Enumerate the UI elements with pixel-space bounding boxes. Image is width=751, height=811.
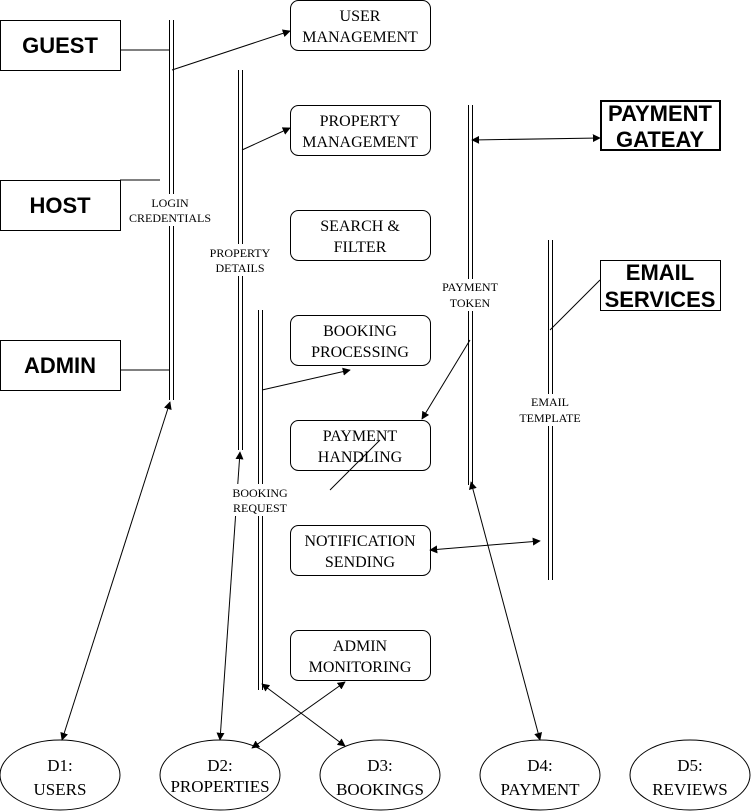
store-d5-reviews[interactable]: D5: REVIEWS <box>629 739 751 811</box>
entity-admin-label: ADMIN <box>24 353 96 378</box>
arrow-booking-d3 <box>261 683 346 747</box>
flow-label-line2: CREDENTIALS <box>129 211 211 225</box>
email-services-to-bar <box>549 279 601 331</box>
process-label-line1: USER <box>340 8 381 25</box>
payment-handling-link <box>329 439 381 491</box>
entity-payment-gateway[interactable]: PAYMENT GATEAY <box>600 100 721 152</box>
store-label-line2: PAYMENT <box>500 780 580 799</box>
process-notification-sending[interactable]: NOTIFICATION SENDING <box>290 525 431 576</box>
store-label-line1: D3: <box>367 756 393 775</box>
arrow-notification-email <box>429 537 541 554</box>
arrow-to-booking-processing <box>261 367 351 391</box>
entity-admin[interactable]: ADMIN <box>0 340 121 391</box>
flow-label-line1: EMAIL <box>531 395 569 409</box>
process-property-management[interactable]: PROPERTY MANAGEMENT <box>290 105 431 156</box>
arrow-payment-gateway <box>471 134 601 144</box>
email-services-label-line1: EMAIL <box>626 260 694 285</box>
process-label-line2: MANAGEMENT <box>302 29 418 46</box>
arrow-admin-monitoring-d2 <box>251 681 346 749</box>
process-admin-monitoring[interactable]: ADMIN MONITORING <box>290 630 431 681</box>
process-booking-processing[interactable]: BOOKING PROCESSING <box>290 315 431 366</box>
store-d3-bookings[interactable]: D3: BOOKINGS <box>319 739 441 811</box>
flow-label-line2: DETAILS <box>215 261 264 275</box>
process-label-line1: NOTIFICATION <box>304 533 416 550</box>
store-d1-users[interactable]: D1: USERS <box>0 739 121 811</box>
process-label-line1: PROPERTY <box>320 113 401 130</box>
flow-label-property-details: PROPERTY DETAILS <box>204 244 278 276</box>
entity-email-services[interactable]: EMAIL SERVICES <box>600 260 721 312</box>
store-label-line2: BOOKINGS <box>336 780 424 799</box>
arrow-to-property-management <box>241 127 291 151</box>
process-search-filter[interactable]: SEARCH & FILTER <box>290 210 431 261</box>
process-label-line2: PROCESSING <box>311 344 409 361</box>
arrow-login-d1-users <box>60 401 172 741</box>
arrow-to-payment-handling <box>421 339 471 420</box>
store-label-line1: D4: <box>527 756 553 775</box>
flow-label-payment-token: PAYMENT TOKEN <box>436 279 506 311</box>
flow-label-line2: TEMPLATE <box>519 411 580 425</box>
store-label-line2: PROPERTIES <box>170 777 269 796</box>
store-label-line1: D5: <box>677 756 703 775</box>
payment-gateway-label-line2: GATEAY <box>616 127 704 152</box>
process-label-line1: PAYMENT <box>323 428 398 445</box>
flow-label-line1: BOOKING <box>232 486 288 500</box>
process-label-line2: MONITORING <box>309 659 412 676</box>
store-label-line1: D2: <box>207 756 233 775</box>
entity-guest-label: GUEST <box>22 33 98 58</box>
process-label-line1: SEARCH & <box>320 218 400 235</box>
process-label-line2: MANAGEMENT <box>302 134 418 151</box>
process-user-management[interactable]: USER MANAGEMENT <box>290 0 431 51</box>
payment-gateway-label-line1: PAYMENT <box>608 101 712 126</box>
process-payment-handling[interactable]: PAYMENT HANDLING <box>290 420 431 471</box>
entity-host[interactable]: HOST <box>0 180 121 231</box>
process-label-line1: ADMIN <box>333 638 388 655</box>
arrow-payment-d4 <box>468 481 543 741</box>
flow-label-booking-request: BOOKING REQUEST <box>226 484 296 516</box>
flow-label-line2: REQUEST <box>233 501 288 515</box>
process-label-line1: BOOKING <box>323 323 397 340</box>
store-label-line2: USERS <box>34 780 87 799</box>
process-label-line2: HANDLING <box>318 449 403 466</box>
entity-host-label: HOST <box>29 193 91 218</box>
flow-label-login-credentials: LOGIN CREDENTIALS <box>122 194 218 226</box>
flow-label-line1: PROPERTY <box>210 246 271 260</box>
store-label-line1: D1: <box>47 756 73 775</box>
entity-guest[interactable]: GUEST <box>0 20 121 71</box>
flow-label-line2: TOKEN <box>450 296 491 310</box>
flow-label-line1: PAYMENT <box>442 280 498 294</box>
store-d2-properties[interactable]: D2: PROPERTIES <box>159 739 281 811</box>
email-services-label-line2: SERVICES <box>605 287 716 312</box>
store-label-line2: REVIEWS <box>652 780 728 799</box>
flow-label-line1: LOGIN <box>151 196 189 210</box>
arrow-to-user-management <box>171 29 291 71</box>
process-label-line2: SENDING <box>325 554 396 571</box>
store-d4-payment[interactable]: D4: PAYMENT <box>479 739 601 811</box>
process-label-line2: FILTER <box>334 239 387 256</box>
flow-label-email-template: EMAIL TEMPLATE <box>512 394 590 426</box>
